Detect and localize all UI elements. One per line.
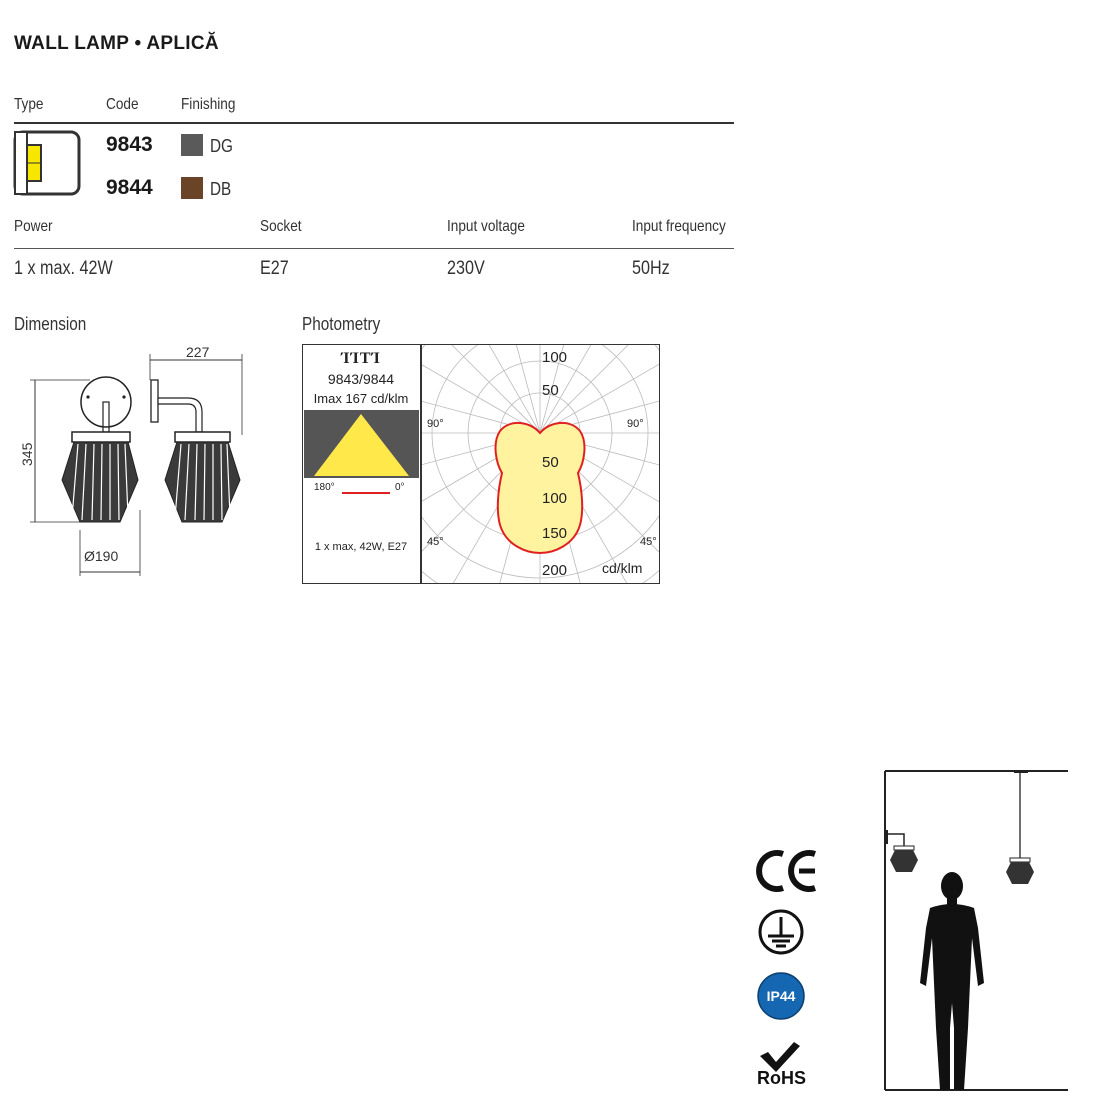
socket-value: E27 bbox=[260, 258, 289, 279]
intensity-curve bbox=[494, 422, 586, 555]
finish-swatch-dg bbox=[181, 134, 203, 156]
frequency-label: Input frequency bbox=[632, 218, 726, 235]
type-header: Type bbox=[14, 96, 44, 113]
lamp-spec: 1 x max, 42W, E27 bbox=[314, 541, 408, 553]
rohs-check-icon: RoHS bbox=[757, 1042, 806, 1086]
ip44-badge-icon: IP44 bbox=[757, 972, 805, 1020]
scale-illustration bbox=[884, 770, 1068, 1091]
code-header: Code bbox=[106, 96, 139, 113]
beam-triangle-icon bbox=[304, 410, 419, 478]
angle-45-right: 45° bbox=[640, 536, 657, 548]
page-title: WALL LAMP • APLICĂ bbox=[14, 33, 219, 54]
angle-0-label: 0° bbox=[395, 482, 405, 493]
angle-180-label: 180° bbox=[314, 482, 335, 493]
angle-90-right: 90° bbox=[627, 418, 644, 430]
polar-diagram: 100 50 50 100 150 200 90° 90° 45° 45° cd… bbox=[422, 345, 659, 583]
finish-swatch-db bbox=[181, 177, 203, 199]
ground-earth-icon bbox=[758, 909, 804, 955]
diameter-dimension: Ø190 bbox=[84, 548, 118, 564]
photometry-imax: Imax 167 cd/klm bbox=[313, 391, 409, 406]
finishing-header: Finishing bbox=[181, 96, 236, 113]
wall-lamp-type-icon bbox=[13, 130, 81, 196]
socket-label: Socket bbox=[260, 218, 302, 235]
tick-bottom-100: 100 bbox=[542, 490, 567, 507]
voltage-value: 230V bbox=[447, 258, 485, 279]
variant-finish-1: DG bbox=[210, 136, 233, 156]
polar-unit: cd/klm bbox=[602, 560, 642, 576]
angle-45-left: 45° bbox=[427, 536, 444, 548]
dimension-drawing: 345 Ø190 227 bbox=[19, 344, 243, 576]
ip-rating: IP44 bbox=[767, 988, 796, 1004]
tick-bottom-200: 200 bbox=[542, 562, 567, 579]
photometry-divider bbox=[420, 344, 422, 584]
width-dimension: 227 bbox=[186, 344, 210, 360]
variant-code-2: 9844 bbox=[106, 176, 153, 199]
tick-top-50: 50 bbox=[542, 382, 559, 399]
power-label: Power bbox=[14, 218, 53, 235]
specs-rule bbox=[14, 248, 734, 249]
variant-code-1: 9843 bbox=[106, 133, 153, 156]
photometry-codes: 9843/9844 bbox=[327, 371, 395, 387]
power-value: 1 x max. 42W bbox=[14, 258, 113, 279]
rohs-label: RoHS bbox=[757, 1068, 806, 1086]
frequency-value: 50Hz bbox=[632, 258, 670, 279]
angle-90-left: 90° bbox=[427, 418, 444, 430]
header-rule bbox=[14, 122, 734, 124]
dimension-label: Dimension bbox=[14, 314, 87, 334]
ce-mark-icon bbox=[756, 850, 816, 892]
photometry-label: Photometry bbox=[302, 314, 381, 334]
voltage-label: Input voltage bbox=[447, 218, 525, 235]
curve-legend-line bbox=[342, 492, 390, 494]
variant-finish-2: DB bbox=[210, 179, 232, 199]
tick-bottom-50: 50 bbox=[542, 454, 559, 471]
brand-logo: ΊΊΤΊ bbox=[341, 350, 381, 367]
tick-bottom-150: 150 bbox=[542, 525, 567, 542]
tick-top-100: 100 bbox=[542, 349, 567, 366]
photometry-panel bbox=[302, 344, 660, 584]
height-dimension: 345 bbox=[19, 442, 35, 466]
